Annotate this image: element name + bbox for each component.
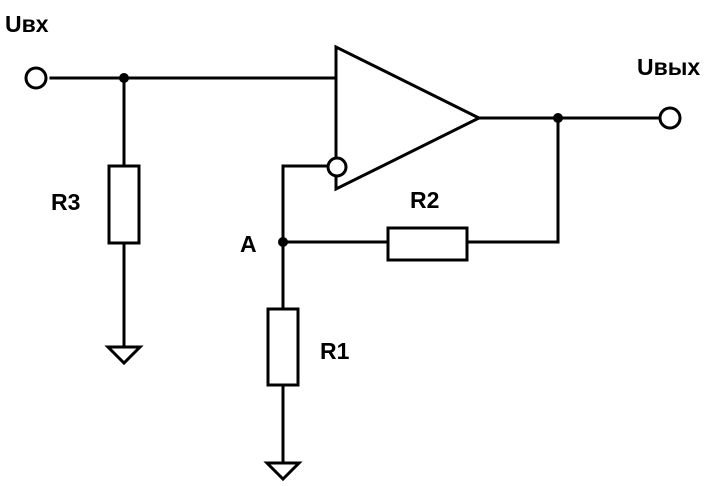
ground-icon <box>263 461 303 482</box>
resistor-r1 <box>266 307 300 387</box>
junction-dot-node-a <box>278 237 288 247</box>
r2-label: R2 <box>410 187 439 213</box>
input-terminal-icon <box>24 66 48 90</box>
junction-dot-output <box>553 113 563 123</box>
wires <box>49 76 662 464</box>
junction-dot-input <box>119 73 129 83</box>
r3-label: R3 <box>51 189 80 215</box>
ground-icon <box>104 345 144 366</box>
opamp-triangle-icon <box>326 44 483 192</box>
input-voltage-label: Uвх <box>5 11 49 37</box>
r1-label: R1 <box>320 338 350 364</box>
inverting-input-bubble <box>326 156 348 178</box>
resistor-r2 <box>386 226 469 262</box>
resistor-r3 <box>107 164 141 245</box>
node-a-label: A <box>240 231 257 257</box>
output-voltage-label: Uвых <box>637 54 700 80</box>
output-terminal-icon <box>658 106 682 130</box>
